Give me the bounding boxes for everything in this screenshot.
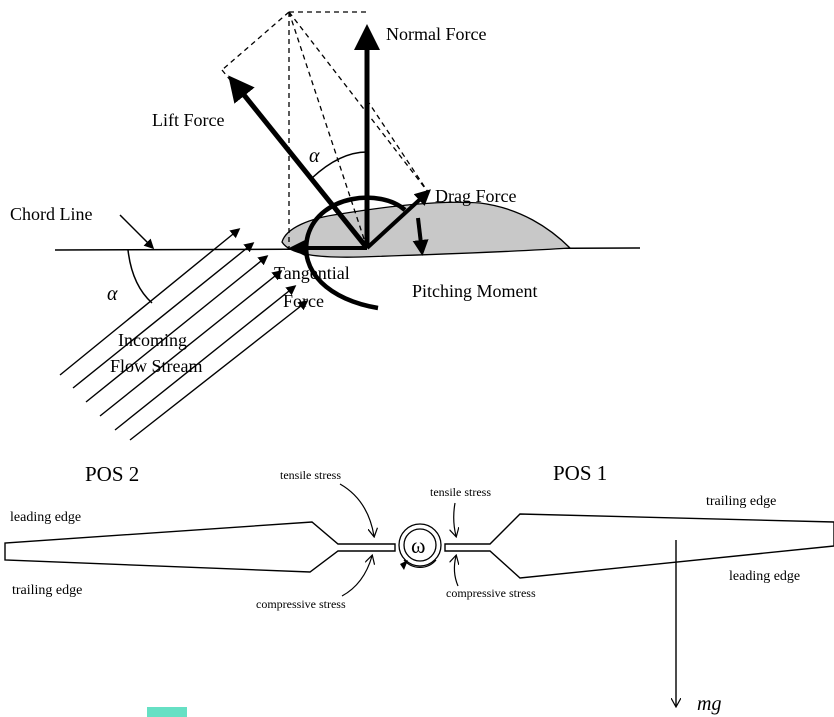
leading-edge-right-label: leading edge — [729, 569, 800, 584]
pitching-moment-label: Pitching Moment — [412, 281, 538, 301]
compressive-stress-left-pointer — [341, 556, 372, 597]
pitching-moment-curve — [304, 195, 407, 311]
blade-right — [444, 513, 834, 579]
omega-label: ω — [411, 533, 425, 558]
tensile-stress-right-label: tensile stress — [430, 485, 491, 499]
alpha-arc-left — [127, 249, 153, 304]
teal-marker — [147, 707, 187, 717]
leading-edge-left-label: leading edge — [10, 510, 81, 525]
rotation-arrowhead — [400, 560, 408, 570]
alpha-label-left: α — [107, 283, 118, 305]
lift-force-arrow — [228, 75, 369, 250]
airfoil-diagram: α Normal Force Lift Force Drag Force Tan… — [10, 11, 641, 441]
blade-left — [4, 521, 396, 573]
normal-force-label: Normal Force — [386, 24, 486, 44]
incoming-flow-lines — [59, 228, 309, 441]
pitching-moment-arrow — [412, 217, 429, 256]
blade-diagram: POS 2 POS 1 ω leading edge trailing edge… — [4, 461, 834, 715]
lift-force-label: Lift Force — [152, 110, 224, 130]
trailing-edge-right-label: trailing edge — [706, 494, 776, 509]
pos1-label: POS 1 — [553, 461, 607, 485]
trailing-edge-left-label: trailing edge — [12, 583, 82, 598]
incoming-flow-label-line1: Incoming — [118, 330, 187, 350]
tensile-stress-left-pointer — [339, 483, 374, 536]
incoming-flow-label-line2: Flow Stream — [110, 356, 203, 376]
compressive-stress-left-label: compressive stress — [256, 597, 346, 611]
drag-force-label: Drag Force — [435, 186, 516, 206]
weight-label: mg — [697, 693, 721, 715]
pos2-label: POS 2 — [85, 462, 139, 486]
tensile-stress-right-pointer — [454, 502, 456, 536]
compressive-stress-right-pointer — [454, 556, 458, 587]
tensile-stress-left-label: tensile stress — [280, 468, 341, 482]
chord-line-pointer — [119, 214, 155, 250]
drag-force-arrow — [365, 189, 431, 250]
alpha-label-top: α — [309, 145, 320, 167]
alpha-arc-top — [311, 151, 368, 179]
chord-line-label: Chord Line — [10, 204, 93, 224]
compressive-stress-right-label: compressive stress — [446, 586, 536, 600]
hub — [398, 523, 442, 570]
tangential-force-label-line2: Force — [283, 291, 324, 311]
